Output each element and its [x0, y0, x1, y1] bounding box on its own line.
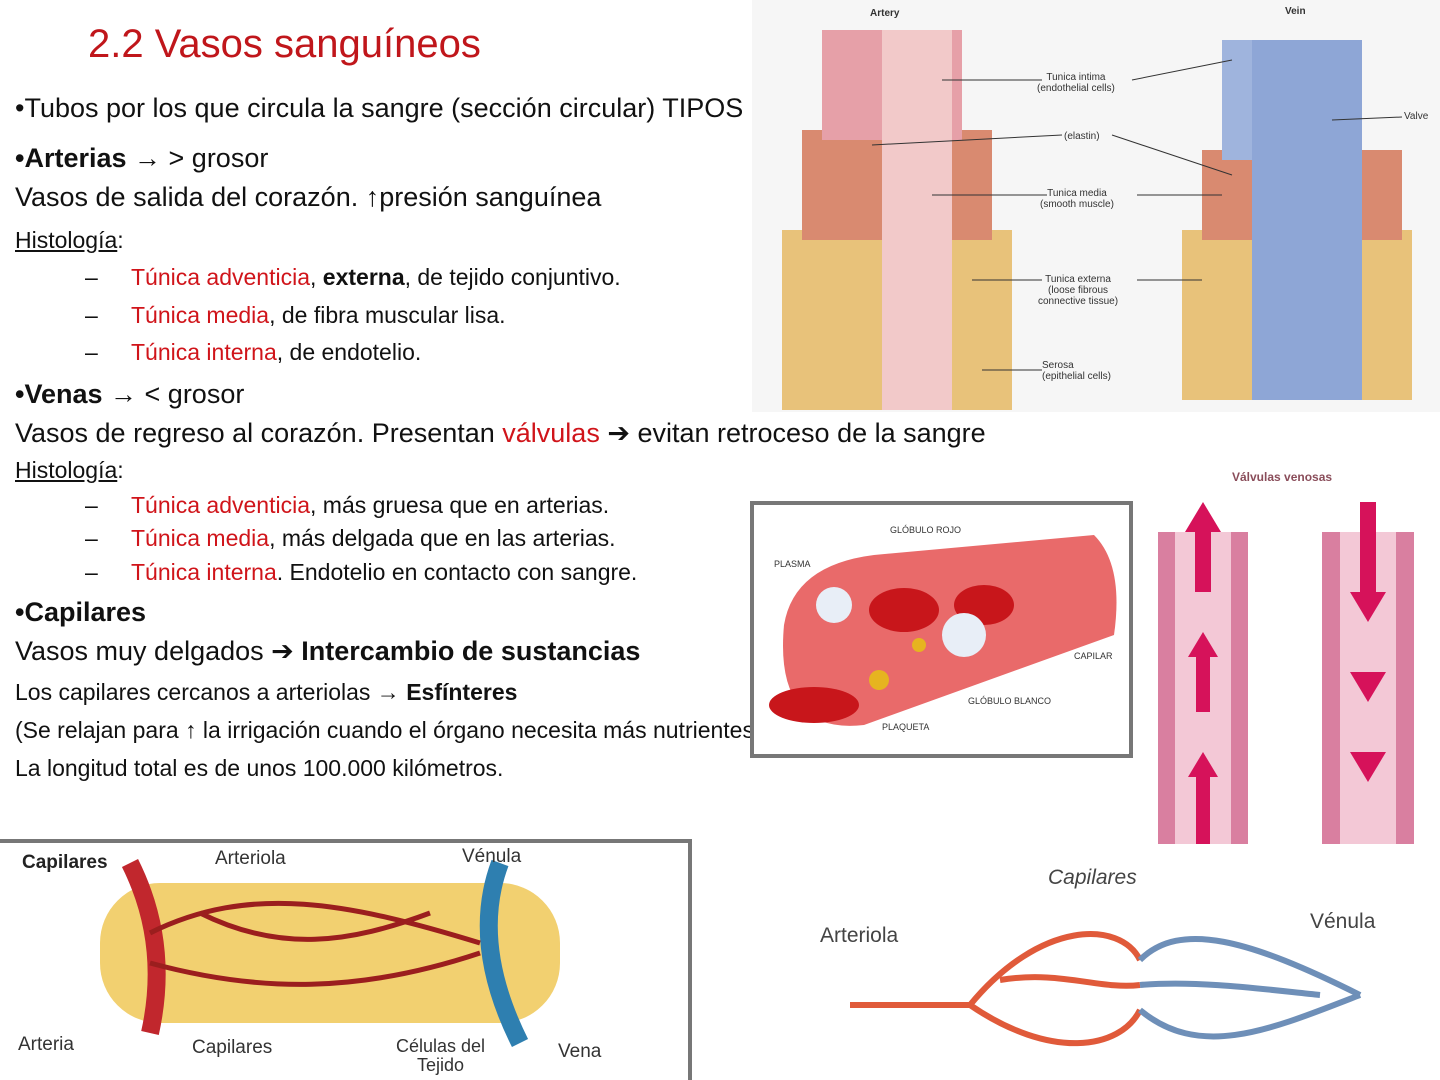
arterias-histologia: Histología:: [15, 227, 124, 253]
capilares-line2: (Se relajan para ↑ la irrigación cuando …: [15, 717, 762, 743]
bed1-capilares: Capilares: [192, 1037, 273, 1058]
venas-item: –Túnica adventicia, más gruesa que en ar…: [85, 492, 610, 518]
artery-label: Artery: [870, 8, 900, 19]
venas-desc: Vasos de regreso al corazón. Presentan v…: [15, 418, 986, 448]
capilar-label: CAPILAR: [1074, 651, 1113, 661]
intro-text: •Tubos por los que circula la sangre (se…: [15, 93, 744, 123]
venas-heading: •Venas → < grosor: [15, 379, 245, 409]
venas-histologia: Histología:: [15, 457, 124, 483]
media-label: Tunica media(smooth muscle): [1040, 188, 1114, 210]
capilares-line1: Los capilares cercanos a arteriolas → Es…: [15, 679, 518, 705]
arterias-item: –Túnica adventicia, externa, de tejido c…: [85, 264, 621, 290]
capilares-desc: Vasos muy delgados ➔ Intercambio de sust…: [15, 636, 641, 666]
capillary-bed-figure-1: Capilares Arteriola Vénula Arteria Capil…: [0, 839, 692, 1080]
capillary-bed-figure-2: Capilares Arteriola Vénula: [820, 860, 1410, 1080]
intima-label: Tunica intima(endothelial cells): [1037, 72, 1115, 94]
capillary-figure: GLÓBULO ROJO PLASMA CAPILAR GLÓBULO BLAN…: [750, 501, 1133, 758]
elastin-label: (elastin): [1064, 131, 1100, 142]
wbc-label: GLÓBULO BLANCO: [968, 696, 1052, 706]
plasma-label: PLASMA: [774, 559, 811, 569]
venous-valves-figure: Válvulas venosas: [1150, 462, 1420, 844]
arterias-heading: •Arterias → > grosor: [15, 143, 269, 173]
arterias-item: –Túnica interna, de endotelio.: [85, 339, 422, 365]
plaqueta-label: PLAQUETA: [882, 722, 930, 732]
bed2-venula: Vénula: [1310, 910, 1376, 933]
arterias-desc: Vasos de salida del corazón. ↑presión sa…: [15, 182, 602, 212]
bed2-arteriola: Arteriola: [820, 924, 899, 947]
valve-label: Valve: [1404, 111, 1429, 122]
vein-label: Vein: [1285, 6, 1306, 17]
venas-item: –Túnica media, más delgada que en las ar…: [85, 525, 616, 551]
serosa-label: Serosa(epithelial cells): [1042, 360, 1111, 382]
valves-title: Válvulas venosas: [1232, 470, 1333, 484]
bed1-arteria: Arteria: [18, 1034, 74, 1055]
capilares-line3: La longitud total es de unos 100.000 kil…: [15, 755, 504, 781]
bed2-title: Capilares: [1048, 866, 1137, 889]
bed1-venula: Vénula: [462, 846, 522, 867]
artery-vein-figure: Artery Vein Tunica intima(endothelial ce…: [752, 0, 1440, 412]
bed1-title: Capilares: [22, 852, 108, 873]
arterias-item: –Túnica media, de fibra muscular lisa.: [85, 302, 506, 328]
bed1-arteriola: Arteriola: [215, 848, 286, 869]
page-title: 2.2 Vasos sanguíneos: [88, 22, 481, 66]
venas-item: –Túnica interna. Endotelio en contacto c…: [85, 559, 638, 585]
rbc-label: GLÓBULO ROJO: [890, 525, 962, 535]
bed1-vena: Vena: [558, 1041, 602, 1062]
capilares-heading: •Capilares: [15, 597, 147, 627]
